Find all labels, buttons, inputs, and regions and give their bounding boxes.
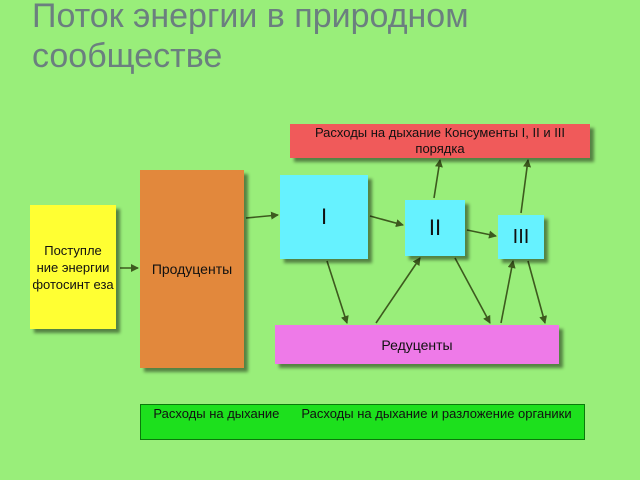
consumer-respiration-node: Расходы на дыхание Консументы I, II и II…: [290, 124, 590, 158]
page-title: Поток энергии в природном сообществе: [32, 0, 469, 75]
arrow-producers-c1: [245, 211, 279, 220]
reducers-node: Редуценты: [275, 325, 559, 364]
producers-node: Продуценты: [140, 170, 244, 368]
arrow-c1-reducers: [326, 260, 349, 324]
arrow-reducers-c2: [375, 257, 421, 324]
consumer-level-2-node: II: [405, 200, 465, 256]
arrow-c2-c3: [466, 229, 497, 239]
respiration-caption-part2: Расходы на дыхание и разложение органики: [301, 406, 572, 421]
energy-input-node: Поступле ние энергии фотосинт еза: [30, 205, 116, 329]
consumer-level-1-node: I: [280, 175, 368, 259]
arrow-c2-reducers: [454, 257, 491, 324]
consumer-level-3-node: III: [498, 215, 544, 259]
arrow-reducers-c3: [500, 260, 516, 324]
arrow-c3-resp: [520, 159, 532, 214]
arrow-c2-resp: [433, 159, 443, 199]
respiration-caption-part1: Расходы на дыхание: [153, 406, 280, 421]
arrow-c3-reducers: [527, 260, 548, 324]
respiration-caption: Расходы на дыхание Расходы на дыхание и р…: [140, 404, 585, 440]
arrow-c1-c2: [369, 215, 404, 228]
